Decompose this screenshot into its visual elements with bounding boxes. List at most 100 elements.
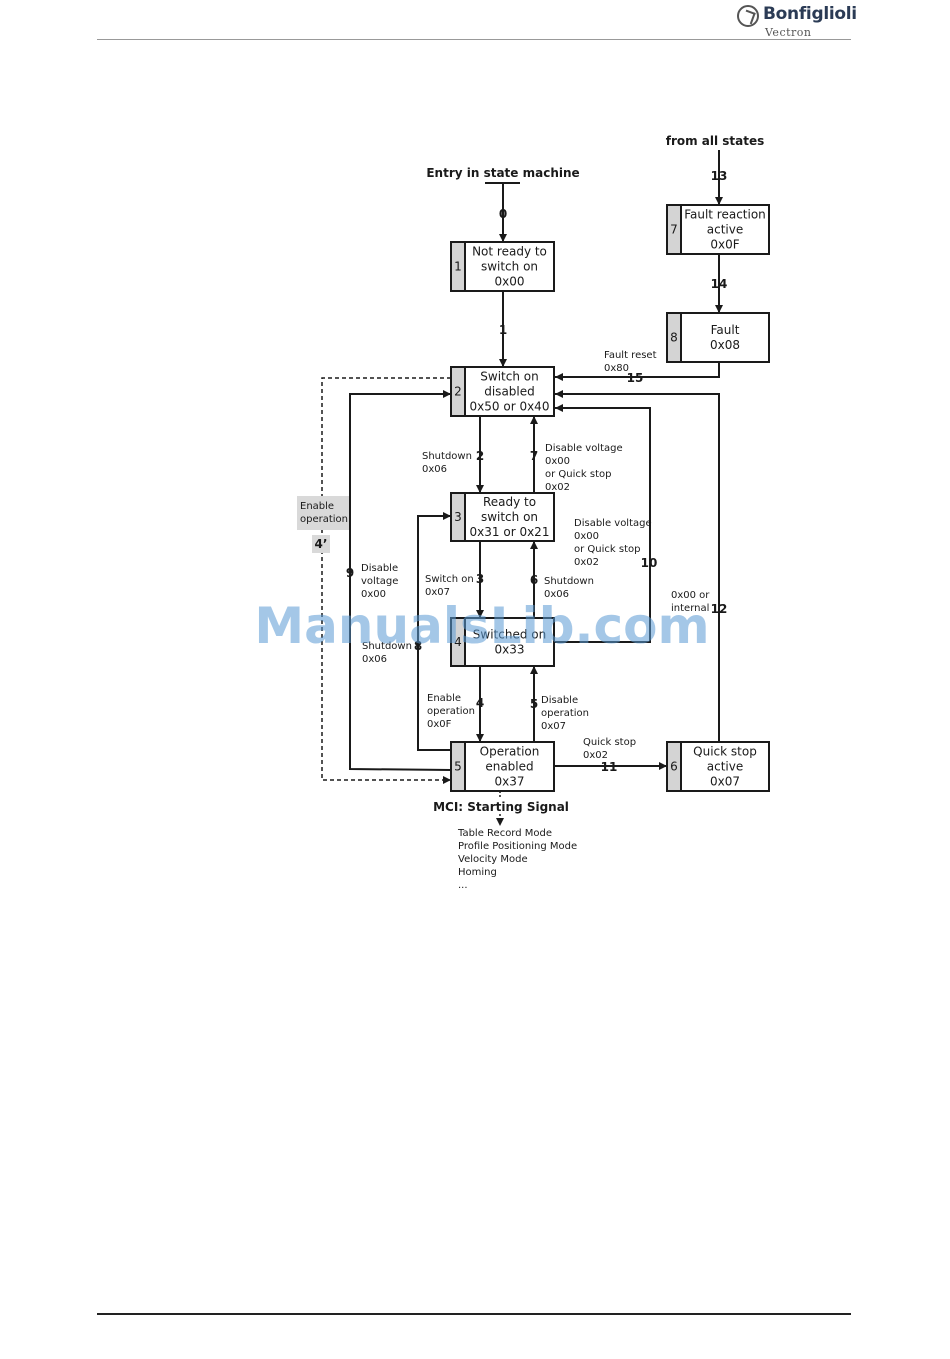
- transition-4-prime: 4’: [315, 537, 328, 551]
- state-number-tab: [450, 366, 466, 417]
- label-line: operation: [300, 514, 348, 525]
- state-text-line: active: [707, 223, 743, 237]
- state-text-line: Fault: [711, 323, 740, 337]
- label-line: Quick stop: [583, 737, 636, 748]
- label-line: Fault reset: [604, 350, 657, 361]
- state-text-line: 0x00: [494, 275, 524, 289]
- label-line: operation: [541, 708, 589, 719]
- footer-rule: [97, 1313, 851, 1315]
- transition-6: 6: [530, 573, 538, 587]
- transition-7: 7: [530, 449, 538, 463]
- transition-14: 14: [711, 277, 728, 291]
- transition-0: 0: [499, 207, 507, 221]
- state-text-line: 0x37: [494, 775, 524, 789]
- transition-10: 10: [641, 556, 658, 570]
- label-disable-voltage-9: Disable voltage 0x00: [361, 563, 398, 600]
- state-number: 8: [670, 331, 678, 345]
- label-shutdown-6: Shutdown 0x06: [544, 576, 594, 600]
- state-text-line: 0x0F: [710, 238, 739, 252]
- brand-subname: Vectron: [765, 26, 812, 39]
- state-text-line: Operation: [480, 745, 540, 759]
- state-number-tab: [666, 741, 682, 792]
- state-text-line: active: [707, 760, 743, 774]
- state-text-line: switch on: [481, 260, 538, 274]
- state-box: [450, 492, 555, 542]
- state-number: 2: [454, 385, 462, 399]
- state-number-tab: [450, 617, 466, 667]
- transition-11: 11: [601, 760, 618, 774]
- mode-item: Table Record Mode: [457, 828, 552, 839]
- from-all-states-label: from all states: [666, 134, 765, 148]
- label-line: Enable: [300, 501, 334, 512]
- label-line: 0x06: [422, 464, 447, 475]
- state-box: [450, 241, 555, 292]
- state-text-line: Switch on: [480, 370, 538, 384]
- transition-4-prime-dashed: [321, 377, 451, 784]
- label-line: 0x07: [541, 721, 566, 732]
- state-text-line: enabled: [485, 760, 533, 774]
- label-line: Disable voltage: [545, 443, 623, 454]
- transition-4-prime-bg: [312, 535, 330, 553]
- brand-logo: Bonfiglioli Vectron: [737, 3, 857, 39]
- label-line: voltage: [361, 576, 398, 587]
- entry-label: Entry in state machine: [426, 166, 579, 180]
- label-line: 0x06: [544, 589, 569, 600]
- label-line: or Quick stop: [545, 469, 611, 480]
- state-text-line: 0x31 or 0x21: [470, 525, 550, 539]
- label-line: Disable voltage: [574, 518, 652, 529]
- label-line: Shutdown: [362, 641, 412, 652]
- state-box: [450, 741, 555, 792]
- transition-1: 1: [499, 323, 507, 337]
- state-text-line: 0x50 or 0x40: [470, 400, 550, 414]
- transition-12: 12: [711, 602, 728, 616]
- mode-item: Homing: [458, 867, 497, 878]
- label-line: 0x0F: [427, 719, 452, 730]
- state-text-line: Ready to: [483, 495, 536, 509]
- state-number-tab: [666, 204, 682, 255]
- state-number-tab: [450, 492, 466, 542]
- label-line: Shutdown: [544, 576, 594, 587]
- transition-3: 3: [476, 572, 484, 586]
- state-box: [666, 204, 770, 255]
- state-number: 1: [454, 260, 462, 274]
- watermark: ManualsLib.com: [254, 597, 709, 655]
- brand-name: Bonfiglioli: [763, 4, 857, 24]
- label-line: operation: [427, 706, 475, 717]
- state-number-tab: [666, 312, 682, 363]
- state-text-line: Not ready to: [472, 245, 547, 259]
- label-line: Disable: [361, 563, 398, 574]
- enable-operation-label-bg: [297, 496, 349, 530]
- state-number: 6: [670, 760, 678, 774]
- label-line: 0x00: [361, 589, 386, 600]
- state-number-tab: [450, 741, 466, 792]
- label-line: 0x07: [425, 587, 450, 598]
- header-rule: [97, 39, 851, 40]
- mci-label: MCI: Starting Signal: [433, 800, 569, 814]
- state-box: [450, 366, 555, 417]
- mode-item: Profile Positioning Mode: [458, 841, 577, 852]
- state-text-line: 0x33: [494, 643, 524, 657]
- label-line: 0x00: [574, 531, 599, 542]
- transition-15: 15: [627, 371, 644, 385]
- brand-mark-icon: [737, 5, 759, 27]
- state-box: [666, 741, 770, 792]
- mode-item: ...: [458, 880, 468, 891]
